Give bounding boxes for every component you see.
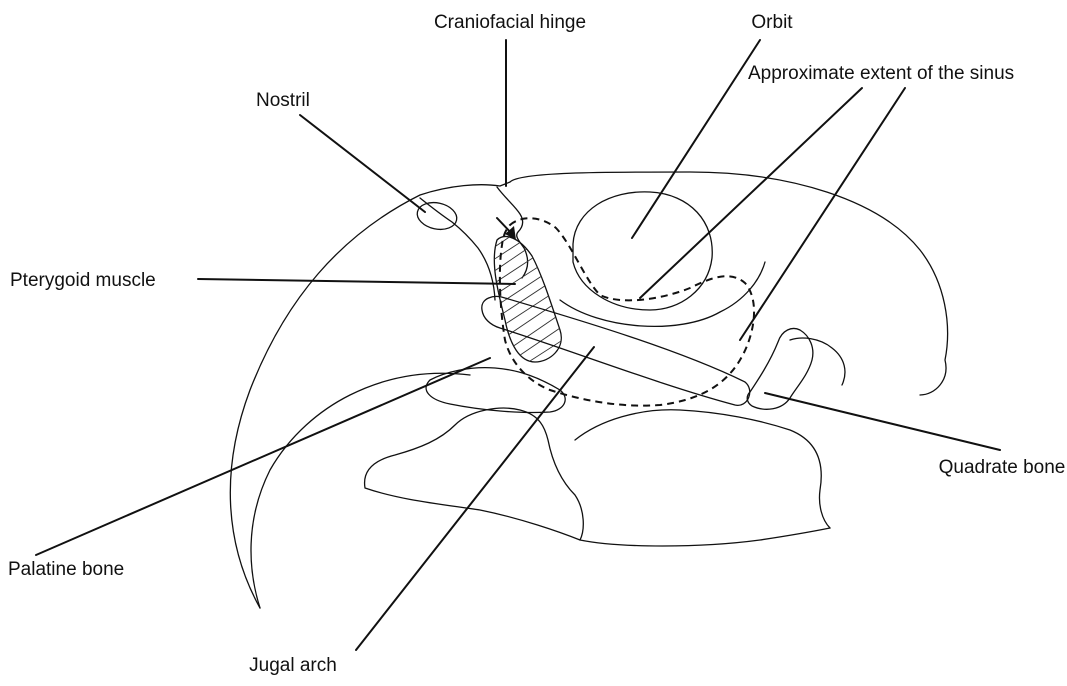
orbit-rim bbox=[560, 262, 765, 326]
mandible-back bbox=[575, 410, 830, 528]
leader-nostril bbox=[300, 115, 425, 212]
label-quadrate-bone: Quadrate bone bbox=[939, 457, 1066, 478]
label-palatine-bone: Palatine bone bbox=[8, 559, 124, 580]
label-nostril: Nostril bbox=[256, 90, 310, 111]
label-pterygoid-muscle: Pterygoid muscle bbox=[10, 270, 156, 291]
mandible-lower-edge bbox=[580, 528, 830, 546]
sinus-dashed-outline bbox=[500, 218, 754, 405]
label-craniofacial-hinge: Craniofacial hinge bbox=[434, 12, 586, 33]
palatine-bone-shape bbox=[426, 368, 565, 413]
quadrate-head bbox=[790, 338, 845, 385]
nostril-shape bbox=[415, 199, 460, 233]
label-orbit: Orbit bbox=[751, 12, 793, 33]
beak-base-outline bbox=[420, 198, 495, 300]
label-sinus: Approximate extent of the sinus bbox=[748, 63, 1014, 84]
skull-outline bbox=[230, 172, 947, 608]
leader-jugal-arch bbox=[356, 347, 594, 650]
leader-pterygoid-muscle bbox=[198, 279, 515, 284]
leader-orbit bbox=[632, 40, 760, 238]
label-jugal-arch: Jugal arch bbox=[249, 655, 337, 676]
skull-lower-outline bbox=[251, 373, 470, 608]
orbit-shape bbox=[573, 192, 712, 310]
leader-quadrate-bone bbox=[765, 393, 1000, 450]
leader-palatine-bone bbox=[36, 358, 490, 555]
mandible-shape bbox=[365, 408, 584, 540]
pterygoid-muscle-shape bbox=[494, 237, 561, 362]
